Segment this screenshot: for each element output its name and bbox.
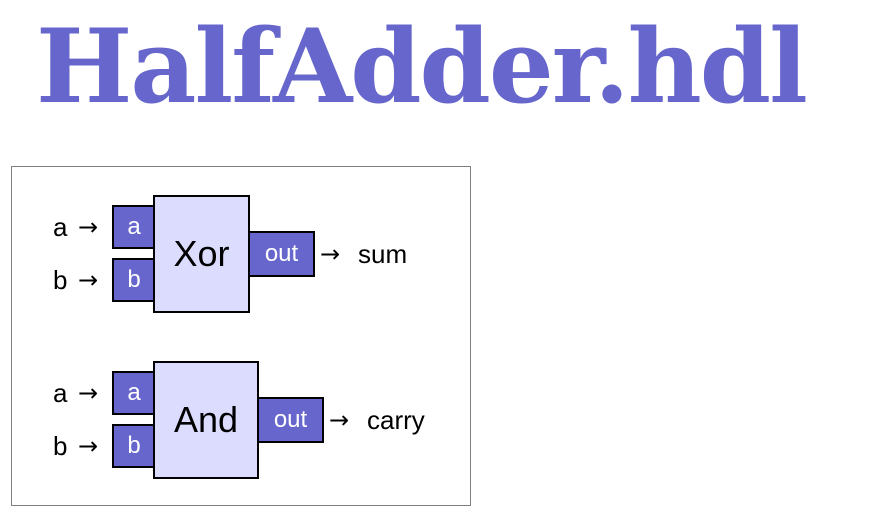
xor-pin-out: out — [248, 231, 315, 277]
xor-input-a-arrow: → — [78, 213, 99, 241]
and-pin-b: b — [112, 424, 156, 468]
xor-output-arrow: → — [320, 240, 341, 268]
and-input-a-arrow: → — [78, 379, 99, 407]
and-input-a-label: a — [53, 378, 68, 408]
xor-chip: Xor — [153, 195, 250, 313]
and-input-b-label: b — [53, 431, 68, 461]
xor-pin-b: b — [112, 258, 156, 302]
xor-input-b-arrow: → — [78, 266, 99, 294]
and-output-label: carry — [367, 405, 425, 435]
and-pin-out: out — [257, 397, 324, 443]
xor-pin-a: a — [112, 205, 156, 249]
and-input-b-arrow: → — [78, 432, 99, 460]
and-output-arrow: → — [329, 406, 350, 434]
xor-input-a-label: a — [53, 212, 68, 242]
and-pin-a: a — [112, 371, 156, 415]
xor-output-label: sum — [358, 239, 408, 269]
page-title: HalfAdder.hdl — [36, 7, 808, 127]
diagram-panel: a → b → a b Xor out → sum a → b → a b An… — [11, 166, 471, 506]
and-chip: And — [153, 361, 259, 479]
xor-input-b-label: b — [53, 265, 68, 295]
